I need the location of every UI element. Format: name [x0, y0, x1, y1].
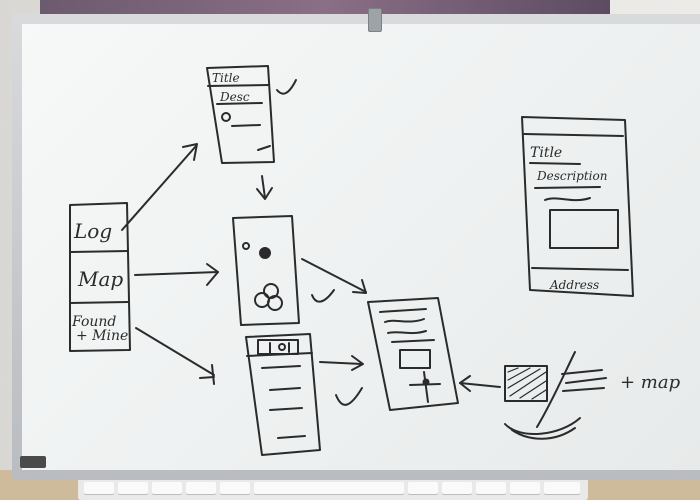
arrow-map-to-detail — [301, 258, 367, 293]
detail-image-box — [549, 209, 619, 249]
list-screen-outline — [245, 333, 321, 456]
menu-divider — [69, 301, 130, 304]
keyboard-key — [408, 482, 438, 494]
board-eraser — [20, 456, 46, 468]
arrowhead — [352, 279, 367, 294]
keyboard-key — [476, 482, 506, 494]
menu-item-found-line1: Found — [71, 314, 116, 330]
menu-screen: Log Map Found + Mine — [69, 202, 131, 352]
menu-item-found-line2: + Mine — [76, 328, 128, 344]
map-note-label: + map — [620, 372, 681, 393]
menu-item-found-mine: Found + Mine — [71, 314, 128, 344]
keyboard-key — [544, 482, 580, 494]
form-mark — [257, 145, 271, 151]
detail-underline — [529, 162, 581, 165]
menu-item-map: Map — [77, 267, 123, 291]
arrowhead — [351, 355, 364, 371]
arrow-found-to-list — [135, 327, 215, 376]
form-underline — [216, 102, 263, 105]
list-row-line — [269, 407, 303, 411]
form-title-label: Title — [212, 71, 240, 85]
detail-line — [387, 330, 427, 335]
keyboard-key — [442, 482, 472, 494]
form-line — [231, 124, 261, 127]
map-curve-line — [511, 427, 576, 440]
detail-line — [534, 186, 601, 189]
detail-footer-divider — [531, 267, 629, 271]
map-road-line — [561, 369, 603, 375]
arrow-photo-to-detail — [459, 382, 501, 388]
map-road-line — [536, 351, 576, 428]
arrow-list-to-detail — [319, 361, 363, 365]
arrowhead — [206, 263, 219, 286]
detail-image-box — [399, 349, 431, 369]
photo-map-sketch — [504, 351, 607, 440]
form-desc-label: Desc — [219, 90, 250, 104]
keyboard-key — [118, 482, 148, 494]
menu-divider — [70, 250, 129, 253]
detail-line — [544, 197, 591, 202]
list-tab-icon — [278, 343, 286, 351]
detail-map-pin-icon — [422, 378, 430, 386]
arrowhead — [211, 364, 215, 385]
detail-map-axis — [423, 371, 429, 403]
list-row-line — [261, 365, 301, 369]
detail-screen-outline — [367, 297, 459, 411]
arrowhead — [199, 376, 215, 379]
detail-address-label: Address — [549, 278, 599, 292]
arrowhead — [459, 375, 471, 392]
map-pin-icon — [242, 242, 250, 250]
form-screen-outline — [206, 65, 275, 164]
keyboard-key — [510, 482, 540, 494]
detail-header-divider — [523, 133, 624, 137]
detail-line — [379, 308, 427, 313]
keyboard-key — [186, 482, 216, 494]
map-curve-line — [504, 417, 581, 435]
menu-item-log: Log — [73, 219, 112, 243]
list-tab-group — [257, 339, 299, 355]
form-divider — [207, 84, 270, 87]
list-row-line — [277, 435, 306, 439]
arrowhead — [256, 187, 273, 200]
arrow-log-to-form — [121, 145, 197, 231]
form-screen: Title Desc — [206, 65, 275, 164]
map-road-line — [562, 387, 605, 392]
board-clip — [368, 8, 382, 32]
keyboard-key — [84, 482, 114, 494]
detail-title-label: Title — [530, 145, 562, 161]
arrow-form-to-map — [261, 175, 266, 199]
arrow-map-to-map-screen — [134, 271, 219, 276]
map-screen — [232, 215, 300, 326]
map-cluster-icon — [254, 292, 270, 308]
detail-screen: Title Description Address — [521, 116, 634, 297]
photo-hatching — [507, 367, 547, 400]
form-camera-icon — [221, 112, 231, 122]
map-screen-outline — [232, 215, 300, 326]
map-road-line — [565, 377, 607, 384]
keyboard-key — [152, 482, 182, 494]
check-mark-icon — [276, 79, 297, 95]
map-location-icon — [259, 247, 271, 259]
keyboard-key — [220, 482, 250, 494]
detail-description-label: Description — [536, 169, 607, 183]
keyboard — [78, 478, 588, 500]
detail-line — [384, 318, 425, 323]
detail-screen-sketch — [367, 297, 459, 411]
photo-box — [504, 365, 548, 402]
check-mark-icon — [311, 289, 335, 303]
detail-screen-outline — [521, 116, 634, 297]
list-screen — [245, 333, 321, 456]
map-cluster-icon — [263, 283, 279, 299]
list-row-line — [269, 387, 301, 391]
keyboard-spacebar — [254, 482, 404, 494]
detail-line — [391, 339, 435, 343]
arrowhead — [182, 143, 198, 161]
check-mark-icon — [335, 387, 363, 406]
